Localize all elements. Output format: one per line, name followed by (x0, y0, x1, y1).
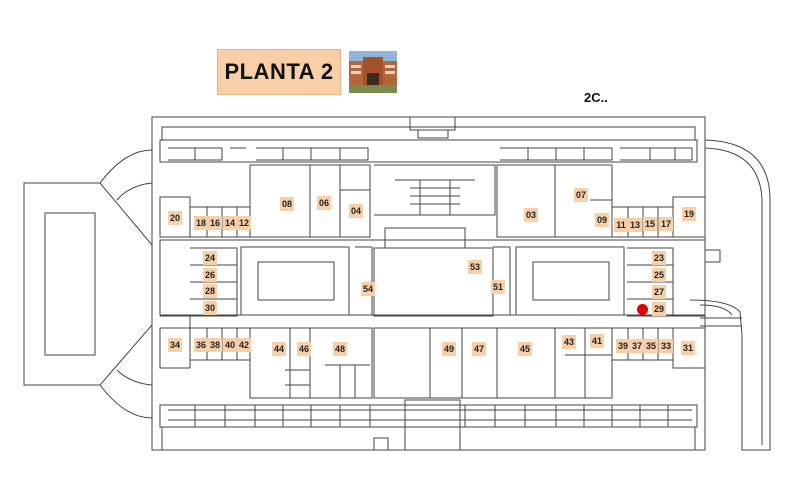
room-31[interactable]: 31 (681, 341, 695, 355)
room-43[interactable]: 43 (562, 335, 576, 349)
room-46[interactable]: 46 (297, 342, 311, 356)
room-23[interactable]: 23 (652, 251, 666, 265)
room-26[interactable]: 26 (203, 268, 217, 282)
bottom-rooms (159, 315, 706, 399)
room-36[interactable]: 36 (194, 338, 208, 352)
room-24[interactable]: 24 (203, 251, 217, 265)
floor-title: PLANTA 2 (217, 49, 341, 95)
room-44[interactable]: 44 (272, 342, 286, 356)
building-outline (151, 116, 706, 451)
room-15[interactable]: 15 (643, 217, 657, 231)
middle-areas (159, 227, 706, 317)
location-marker-icon (637, 304, 648, 315)
room-29[interactable]: 29 (652, 302, 666, 316)
room-33[interactable]: 33 (659, 339, 673, 353)
room-35[interactable]: 35 (644, 339, 658, 353)
room-54[interactable]: 54 (361, 282, 375, 296)
room-19[interactable]: 19 (682, 207, 696, 221)
room-06[interactable]: 06 (317, 196, 331, 210)
room-20[interactable]: 20 (168, 211, 182, 225)
room-08[interactable]: 08 (280, 197, 294, 211)
room-28[interactable]: 28 (203, 284, 217, 298)
room-13[interactable]: 13 (628, 218, 642, 232)
room-49[interactable]: 49 (442, 342, 456, 356)
room-51[interactable]: 51 (491, 280, 505, 294)
room-27[interactable]: 27 (652, 285, 666, 299)
room-40[interactable]: 40 (223, 338, 237, 352)
room-30[interactable]: 30 (203, 301, 217, 315)
room-48[interactable]: 48 (333, 342, 347, 356)
room-45[interactable]: 45 (518, 342, 532, 356)
room-38[interactable]: 38 (208, 338, 222, 352)
room-18[interactable]: 18 (194, 216, 208, 230)
room-53[interactable]: 53 (468, 260, 482, 274)
room-11[interactable]: 11 (614, 218, 628, 232)
room-39[interactable]: 39 (616, 339, 630, 353)
room-07[interactable]: 07 (574, 188, 588, 202)
room-09[interactable]: 09 (595, 213, 609, 227)
west-wing (23, 149, 153, 419)
room-41[interactable]: 41 (590, 334, 604, 348)
room-47[interactable]: 47 (472, 342, 486, 356)
room-17[interactable]: 17 (659, 217, 673, 231)
room-04[interactable]: 04 (349, 204, 363, 218)
room-03[interactable]: 03 (524, 208, 538, 222)
room-16[interactable]: 16 (208, 216, 222, 230)
room-37[interactable]: 37 (630, 339, 644, 353)
building-photo-icon (349, 51, 397, 93)
room-25[interactable]: 25 (652, 268, 666, 282)
east-wing (689, 139, 771, 451)
room-14[interactable]: 14 (223, 216, 237, 230)
section-label: 2C.. (584, 90, 608, 105)
room-42[interactable]: 42 (237, 338, 251, 352)
room-34[interactable]: 34 (168, 338, 182, 352)
room-12[interactable]: 12 (237, 216, 251, 230)
